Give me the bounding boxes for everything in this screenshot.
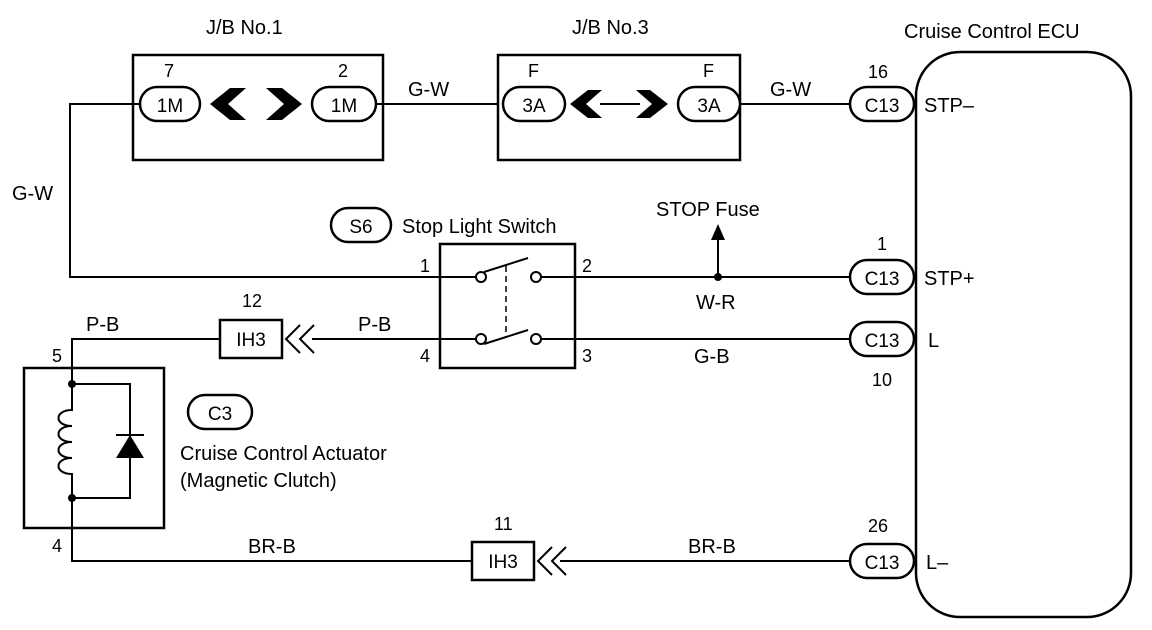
jb3-pin-right: F [703, 61, 714, 81]
ih3-lower-connector: 11 IH3 [470, 514, 567, 582]
jb1-conn-right [310, 85, 378, 123]
jb3-conn-right [676, 85, 742, 123]
stop-switch-pin-4: 4 [420, 346, 430, 366]
stop-switch-box [438, 242, 577, 370]
jb1-pin-left: 7 [164, 61, 174, 81]
jb3-conn-right-label: 3A [697, 96, 721, 117]
jb3-pin-left: F [528, 61, 539, 81]
ih3-lower-label: IH3 [488, 552, 518, 573]
stop-switch-pin-2: 2 [582, 256, 592, 276]
wire-brb-left [71, 527, 472, 562]
wire-pb-left [71, 338, 220, 368]
jb1-conn-left [138, 85, 202, 123]
ecu-terminal-l: L [928, 330, 939, 352]
actuator-inner-loop [72, 383, 131, 499]
jb3-conn-left-label: 3A [522, 96, 546, 117]
ecu-conn-stp-minus-label: C13 [865, 96, 900, 117]
ih3-upper-box [218, 318, 284, 360]
cruise-control-ecu: Cruise Control ECU 16 C13 STP– 1 C13 STP… [848, 21, 1133, 619]
ecu-conn-stp-plus [848, 258, 916, 296]
jb1-box [131, 53, 385, 162]
label-gw-mid: G-W [408, 79, 449, 101]
switch-lower-contact-right [530, 333, 542, 345]
stop-switch-code: S6 [349, 217, 372, 238]
jb3-title: J/B No.3 [572, 17, 649, 39]
jb1-title: J/B No.1 [206, 17, 283, 39]
ih3-upper-label: IH3 [236, 330, 266, 351]
ecu-title: Cruise Control ECU [904, 21, 1080, 43]
stop-fuse-arrow-icon [711, 224, 725, 240]
ih3-upper-pin: 12 [242, 291, 262, 311]
ecu-pin-16: 16 [868, 62, 888, 82]
diode-icon [116, 435, 144, 458]
jb1-arrow-right-icon [266, 88, 302, 120]
actuator-name-line2: (Magnetic Clutch) [180, 470, 337, 492]
ih3-upper-chevron-1-icon [284, 324, 301, 354]
wire-labels: G-W G-W G-W W-R G-B P-B P-B BR-B BR-B [12, 79, 811, 558]
wire-gw-left [69, 103, 460, 278]
jb1-pin-right: 2 [338, 61, 348, 81]
stop-switch-name: Stop Light Switch [402, 216, 557, 238]
ih3-lower-box [470, 540, 536, 582]
stop-fuse: STOP Fuse [656, 199, 760, 281]
ecu-terminal-l-minus: L– [926, 552, 949, 574]
jb1-arrow-left-icon [210, 88, 246, 120]
ecu-conn-l-label: C13 [865, 331, 900, 352]
jb1-conn-right-label: 1M [331, 96, 357, 117]
actuator-code: C3 [208, 404, 232, 425]
actuator-pin-top: 5 [52, 346, 62, 366]
cruise-actuator: 5 4 C3 Cruise Control Actuator (Magnetic… [22, 346, 387, 556]
ecu-pin-1: 1 [877, 234, 887, 254]
ecu-terminal-stp-plus: STP+ [924, 268, 975, 290]
label-gb: G-B [694, 346, 730, 368]
coil-icon [57, 384, 73, 498]
stop-light-switch: S6 Stop Light Switch 1 2 3 4 [329, 206, 592, 370]
ih3-lower-pin: 11 [494, 514, 513, 534]
actuator-pin-bottom: 4 [52, 536, 62, 556]
switch-upper-contact-right [530, 271, 542, 283]
stop-switch-pin-3: 3 [582, 346, 592, 366]
label-brb-left: BR-B [248, 536, 296, 558]
ecu-terminal-stp-minus: STP– [924, 95, 975, 117]
switch-upper-blade [483, 257, 529, 273]
ecu-pin-10: 10 [872, 370, 892, 390]
actuator-code-badge [186, 393, 254, 431]
ecu-conn-stp-plus-label: C13 [865, 269, 900, 290]
jb3-conn-left [501, 85, 567, 123]
stop-fuse-label: STOP Fuse [656, 199, 760, 221]
stop-switch-code-badge [329, 206, 393, 244]
label-pb-left: P-B [86, 314, 119, 336]
ecu-box [914, 50, 1133, 619]
ih3-lower-chevron-1-icon [536, 546, 553, 576]
label-gw-right: G-W [770, 79, 811, 101]
label-pb-right: P-B [358, 314, 391, 336]
wires [69, 103, 850, 562]
label-wr: W-R [696, 292, 736, 314]
ecu-pin-26: 26 [868, 516, 888, 536]
jb1-conn-left-label: 1M [157, 96, 183, 117]
ih3-lower-chevron-2-icon [550, 546, 567, 576]
ecu-conn-stp-minus [848, 85, 916, 123]
actuator-name-line1: Cruise Control Actuator [180, 443, 387, 465]
junction-block-1: J/B No.1 7 2 1M 1M [131, 17, 385, 162]
ih3-upper-connector: 12 IH3 [218, 291, 315, 360]
jb3-arrow-right-icon [636, 90, 668, 118]
junction-block-3: J/B No.3 F F 3A 3A [496, 17, 742, 162]
stop-switch-pin-1: 1 [420, 256, 430, 276]
jb3-arrow-left-icon [570, 90, 602, 118]
ih3-upper-chevron-2-icon [298, 324, 315, 354]
label-gw-left: G-W [12, 183, 53, 205]
switch-lower-contact-left [475, 333, 487, 345]
ecu-conn-l-minus [848, 542, 916, 580]
stop-fuse-junction-dot [714, 273, 722, 281]
switch-upper-contact-left [475, 271, 487, 283]
actuator-box [22, 366, 166, 530]
ecu-conn-l [848, 320, 916, 358]
ecu-conn-l-minus-label: C13 [865, 553, 900, 574]
label-brb-right: BR-B [688, 536, 736, 558]
